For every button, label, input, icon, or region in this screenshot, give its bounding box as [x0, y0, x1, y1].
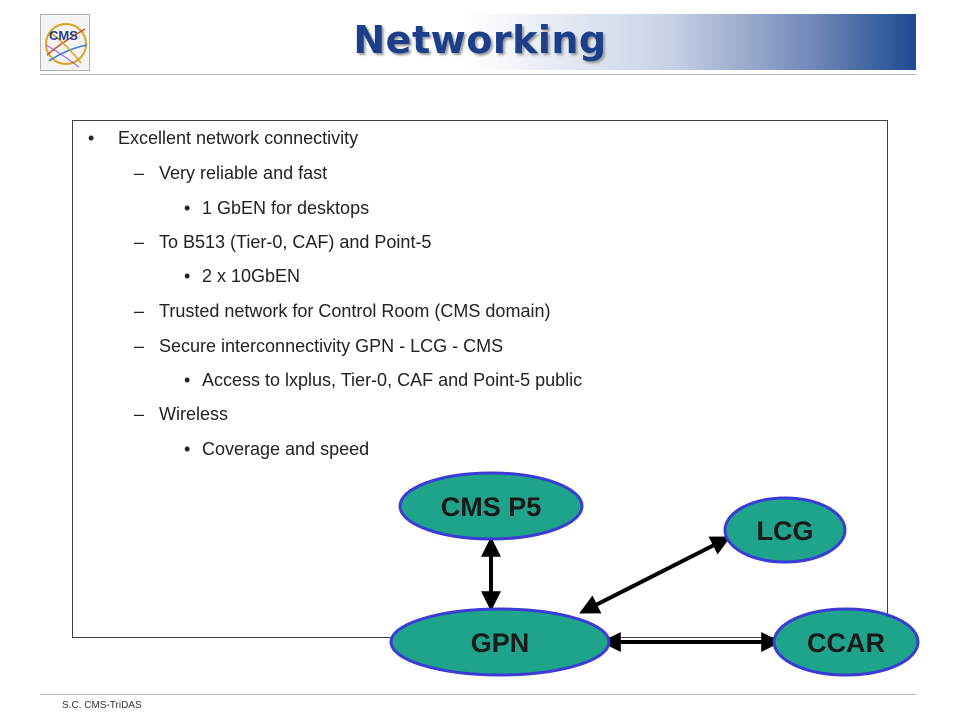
- logo-text: CMS: [49, 28, 78, 43]
- subsub-coverage: Coverage and speed: [202, 439, 370, 459]
- bullet-marker: •: [184, 266, 191, 286]
- sub-reliable: Very reliable and fast: [159, 163, 328, 183]
- node-gpn: GPN: [389, 607, 611, 677]
- bullet-marker: •: [184, 439, 191, 459]
- node-label-ccar: CCAR: [807, 628, 885, 658]
- sub-b513: To B513 (Tier-0, CAF) and Point-5: [159, 232, 432, 252]
- sub-trusted-network: Trusted network for Control Room (CMS do…: [159, 301, 551, 321]
- node-cms-p5: CMS P5: [398, 471, 584, 541]
- footer-text: S.C. CMS-TriDAS: [62, 700, 142, 711]
- node-lcg: LCG: [723, 496, 847, 564]
- bullet-marker: •: [184, 370, 191, 390]
- node-label-lcg: LCG: [757, 516, 814, 546]
- bullet-connectivity: Excellent network connectivity: [118, 128, 359, 148]
- sub-secure-interconnectivity: Secure interconnectivity GPN - LCG - CMS: [159, 336, 504, 356]
- dash-marker: –: [134, 404, 145, 424]
- subsub-10gben: 2 x 10GbEN: [202, 266, 301, 286]
- node-label-cms-p5: CMS P5: [441, 492, 542, 522]
- dash-marker: –: [134, 336, 145, 356]
- cms-logo-graphic: CMS: [45, 23, 88, 68]
- dash-marker: –: [134, 301, 145, 321]
- subsub-desktops: 1 GbEN for desktops: [202, 198, 370, 218]
- node-label-gpn: GPN: [471, 628, 530, 658]
- title-bar: [90, 14, 916, 70]
- dash-marker: –: [134, 232, 145, 252]
- node-ccar: CCAR: [772, 607, 920, 677]
- dash-marker: –: [134, 163, 145, 183]
- bullet-marker: •: [184, 198, 191, 218]
- cms-logo: CMS: [40, 14, 90, 71]
- header-rule: [40, 74, 916, 75]
- link-gpn-lcg: [579, 536, 731, 614]
- subsub-access: Access to lxplus, Tier-0, CAF and Point-…: [202, 370, 583, 390]
- page-title: Networking: [353, 18, 607, 62]
- footer-rule: [40, 694, 916, 695]
- bullet-marker: •: [88, 128, 95, 148]
- sub-wireless: Wireless: [159, 404, 229, 424]
